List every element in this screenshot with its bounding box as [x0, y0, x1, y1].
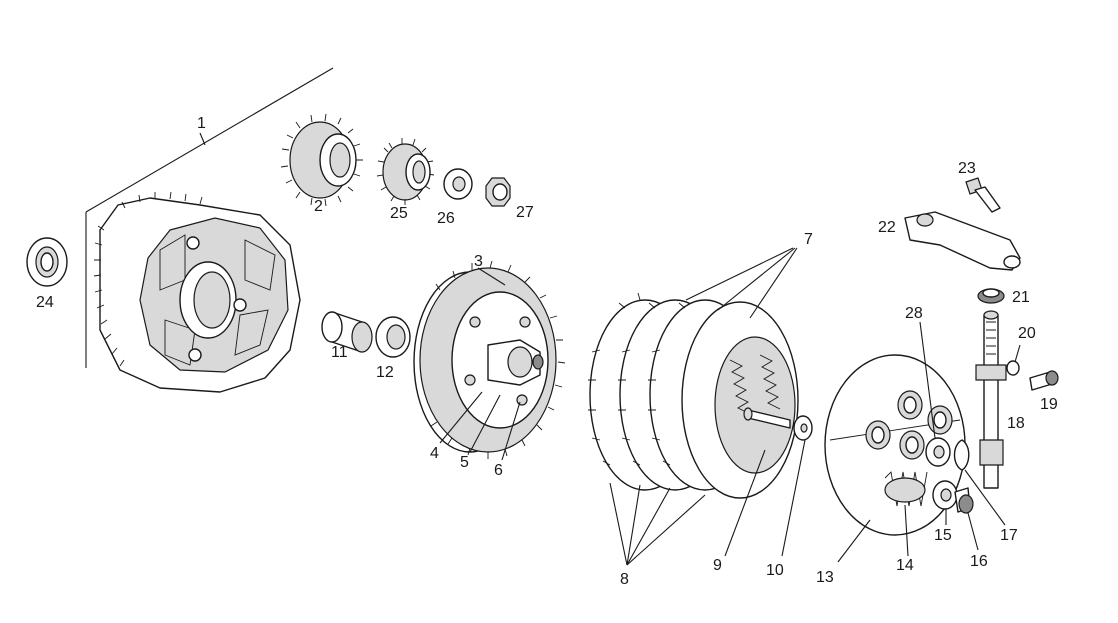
- part-9-pushrod: [743, 407, 791, 429]
- label-10: 10: [766, 562, 784, 579]
- part-28-washer: [925, 437, 951, 467]
- label-2: 2: [314, 198, 323, 215]
- label-14: 14: [896, 557, 914, 574]
- label-12: 12: [376, 364, 394, 381]
- label-9: 9: [713, 557, 722, 574]
- part-26-washer: [443, 168, 473, 200]
- label-6: 6: [494, 462, 503, 479]
- part-10-washer: [793, 415, 813, 441]
- part-21-seal: [977, 288, 1005, 304]
- part-11-spacer: [321, 311, 373, 353]
- part-27-nut: [485, 177, 511, 207]
- part-2-gear: [280, 113, 363, 207]
- label-24: 24: [36, 294, 54, 311]
- part-25-gear: [376, 138, 435, 205]
- label-18: 18: [1007, 415, 1025, 432]
- label-3: 3: [474, 253, 483, 270]
- part-1-clutch-basket: [93, 191, 301, 393]
- label-1: 1: [197, 115, 206, 132]
- label-23: 23: [958, 160, 976, 177]
- assembly-bracket-1: [85, 67, 334, 368]
- label-22: 22: [878, 219, 896, 236]
- part-19-screw: [1029, 370, 1059, 391]
- part-22-release-lever: [904, 211, 1021, 271]
- part-16-bolt: [954, 487, 974, 514]
- label-26: 26: [437, 210, 455, 227]
- part-20-washer: [1006, 360, 1020, 376]
- label-4: 4: [430, 445, 439, 462]
- label-8: 8: [620, 571, 629, 588]
- label-5: 5: [460, 454, 469, 471]
- part-18-release-shaft: [975, 310, 1007, 489]
- part-15-spring-cup: [932, 480, 958, 510]
- label-28: 28: [905, 305, 923, 322]
- label-20: 20: [1018, 325, 1036, 342]
- part-23-bolt: [965, 177, 1001, 213]
- label-19: 19: [1040, 396, 1058, 413]
- leader-lines: [439, 247, 1021, 566]
- label-27: 27: [516, 204, 534, 221]
- label-16: 16: [970, 553, 988, 570]
- label-21: 21: [1012, 289, 1030, 306]
- part-number-labels: 1 2 3 4 5 6 7 8 9 10 11 12 13 14 15 16 1…: [36, 115, 1058, 588]
- part-14-spring: [884, 471, 928, 507]
- part-17-circlip: [953, 439, 970, 471]
- label-15: 15: [934, 527, 952, 544]
- label-25: 25: [390, 205, 408, 222]
- part-3-clutch-hub: [413, 260, 566, 459]
- label-7: 7: [804, 231, 813, 248]
- label-11: 11: [331, 344, 348, 361]
- part-12-washer: [375, 316, 411, 358]
- label-17: 17: [1000, 527, 1018, 544]
- parts-8-clutch-plates: [588, 292, 799, 499]
- part-24-washer: [26, 237, 68, 287]
- label-13: 13: [816, 569, 834, 586]
